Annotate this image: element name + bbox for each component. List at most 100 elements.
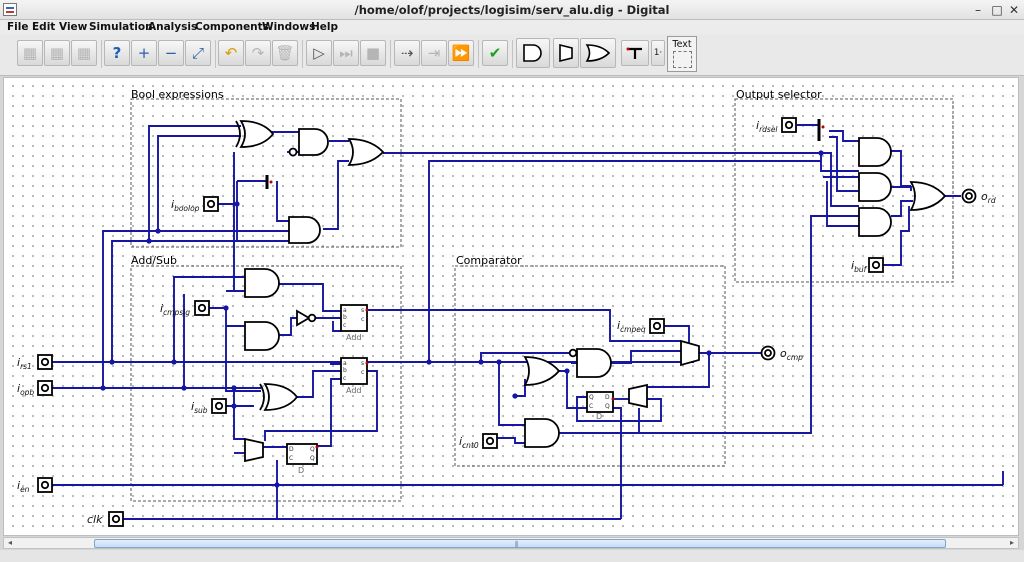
stop-icon: ■ (365, 44, 381, 62)
svg-text:ibuf: ibuf (851, 259, 868, 274)
delete-button[interactable]: 🗑 (272, 40, 298, 66)
svg-text:c: c (343, 322, 346, 329)
svg-text:iboolop: iboolop (171, 198, 200, 213)
maximize-button[interactable]: □ (991, 3, 1003, 17)
menu-windows[interactable]: Windows (262, 21, 316, 33)
and-gate (524, 418, 560, 448)
scroll-left-icon[interactable]: ◂ (7, 538, 12, 547)
toolbar-separator (101, 40, 102, 68)
or-gate-tool[interactable] (580, 38, 616, 68)
circuit-diagram: Bool expressions Add/Sub Comparator Outp… (17, 88, 1004, 527)
single-step-button[interactable]: ⇢ (394, 40, 420, 66)
fast-forward-icon: ⏭ (339, 44, 353, 62)
toolbar-separator (512, 40, 513, 68)
xor-gate (239, 120, 275, 148)
menu-analysis[interactable]: Analysis (148, 21, 198, 33)
wires (52, 124, 1004, 520)
title-bar: /home/olof/projects/logisim/serv_alu.dig… (0, 0, 1024, 20)
toolbar-separator (215, 40, 216, 68)
redo-button[interactable]: ↷ (245, 40, 271, 66)
svg-text:c: c (361, 369, 364, 376)
and-gate (576, 348, 612, 378)
menu-help[interactable]: Help (311, 21, 339, 33)
redo-icon: ↷ (251, 44, 265, 62)
multiplexer (680, 339, 700, 367)
circuit-canvas[interactable]: Bool expressions Add/Sub Comparator Outp… (3, 77, 1019, 536)
open-file-icon: ▦ (49, 44, 65, 62)
pin-labels: irs1 iopb ien clk iboolop icmpsig isub i… (17, 119, 996, 526)
flipflop-comparator (586, 391, 614, 413)
multiplexer (628, 383, 648, 409)
start-simulation-button[interactable]: ▷ (306, 40, 332, 66)
zoom-fit-icon: ⤢ (191, 44, 204, 62)
minimize-button[interactable]: – (975, 3, 981, 17)
xor-gate (263, 383, 299, 411)
open-file-button[interactable]: ▦ (44, 40, 70, 66)
adder-bottom (340, 357, 368, 385)
save-file-button[interactable]: ▦ (71, 40, 97, 66)
svg-text:ord: ord (981, 190, 996, 205)
horizontal-scrollbar[interactable]: ◂ ⦀ ▸ (3, 537, 1019, 549)
and-gate (858, 207, 892, 237)
adder-label: Add (346, 333, 362, 342)
region-label-bool: Bool expressions (131, 88, 224, 101)
and-gate-icon (523, 44, 542, 62)
run-to-break-icon: ⇥ (427, 44, 441, 62)
nand-gate-tool[interactable] (553, 38, 579, 68)
toolbar-separator (302, 40, 303, 68)
constant-icon: 1· (653, 48, 663, 58)
and-gate (244, 321, 280, 351)
new-file-button[interactable]: ▦ (17, 40, 43, 66)
toolbar: ▦ ▦ ▦ ? + − ⤢ ↶ ↷ 🗑 ▷ ⏭ ■ ⇢ ⇥ ⏩ ✔ 1· Tex… (0, 34, 1024, 76)
svg-text:D: D (605, 394, 610, 401)
scrollbar-thumb[interactable]: ⦀ (94, 539, 946, 549)
run-to-break-button[interactable]: ⇥ (421, 40, 447, 66)
svg-text:b: b (343, 367, 347, 374)
fast-forward-button[interactable]: ⏭ (333, 40, 359, 66)
svg-text:c: c (343, 375, 346, 382)
test-button[interactable]: ✔ (482, 40, 508, 66)
or-gate (909, 181, 947, 211)
text-tool-label: Text (672, 39, 692, 50)
region-label-comparator: Comparator (456, 254, 522, 267)
step-all-button[interactable]: ⏩ (448, 40, 474, 66)
svg-text:s: s (361, 360, 364, 367)
and-gate-tool[interactable] (516, 38, 550, 68)
region-comparator (454, 265, 726, 467)
undo-button[interactable]: ↶ (218, 40, 244, 66)
svg-text:b: b (343, 314, 347, 321)
scroll-right-icon[interactable]: ▸ (1009, 538, 1014, 547)
constant-tool[interactable]: 1· (651, 40, 665, 66)
output-pins (760, 188, 977, 361)
svg-text:s: s (361, 307, 364, 314)
stop-button[interactable]: ■ (360, 40, 386, 66)
and-gate (244, 268, 280, 298)
svg-text:ien: ien (17, 479, 30, 494)
zoom-fit-button[interactable]: ⤢ (185, 40, 211, 66)
single-step-icon: ⇢ (400, 44, 414, 62)
menu-edit[interactable]: Edit (32, 21, 56, 33)
svg-text:C: C (589, 403, 593, 410)
svg-text:Q: Q (605, 403, 610, 410)
svg-text:irs1: irs1 (17, 356, 32, 371)
menu-file[interactable]: File (7, 21, 29, 33)
help-button[interactable]: ? (104, 40, 130, 66)
zoom-in-button[interactable]: + (131, 40, 157, 66)
and-gate (858, 137, 892, 167)
zoom-out-button[interactable]: − (158, 40, 184, 66)
menu-simulation[interactable]: Simulation (89, 21, 153, 33)
region-bool-expressions (130, 98, 402, 248)
save-file-icon: ▦ (76, 44, 92, 62)
menu-view[interactable]: View (59, 21, 88, 33)
close-button[interactable]: ✕ (1008, 3, 1020, 17)
scroll-grip-icon: ⦀ (515, 540, 519, 549)
svg-text:iopb: iopb (17, 382, 34, 397)
flipflop-addsub (286, 443, 318, 465)
svg-text:Q: Q (310, 455, 315, 462)
text-tool[interactable]: Text (667, 36, 697, 72)
menu-components[interactable]: Components (195, 21, 269, 33)
region-label-output: Output selector (736, 88, 822, 101)
and-gate (288, 216, 321, 244)
splitter-tool[interactable] (621, 40, 649, 66)
svg-text:icnt0: icnt0 (459, 435, 479, 450)
